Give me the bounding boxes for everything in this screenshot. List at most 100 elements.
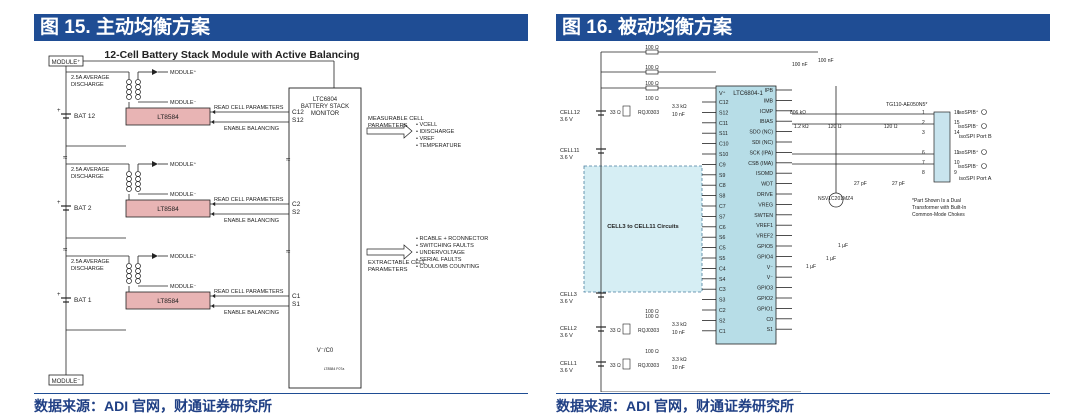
right-pin: ISOMD [756,171,773,177]
right-pin: CSB (IMA) [748,161,773,167]
connector-icon [981,163,987,169]
module-plus-tap: MODULE⁺ [170,253,197,260]
pin-s-label: S1 [292,301,300,308]
coil [126,176,132,182]
left-pin: S11 [719,131,728,137]
extractable-arrow [366,244,413,260]
extractable-item: • UNDERVOLTAGE [416,250,465,256]
left-pin: C7 [719,204,726,210]
active-balancing-diagram: 12-Cell Battery Stack Module with Active… [48,49,488,389]
break-mark: ≈ [63,153,68,162]
cell-label: CELL2 [560,326,577,332]
read-arrow [212,201,216,207]
coil [126,89,132,95]
enable-arrow [211,119,215,125]
battery-label: BAT 12 [74,113,95,120]
figure-16-header: 图 16. 被动均衡方案 [556,14,1050,41]
cell-box-label: CELL3 to CELL11 Circuits [607,224,679,230]
pin-vplus: V⁺ [719,90,726,97]
avg-discharge-label: DISCHARGE [71,174,104,180]
mosfet-icon [622,358,631,370]
xfmr-pin: 11 [954,150,959,156]
ltc6804-label: LTC6804 [313,97,338,103]
coil [135,89,141,95]
left-pin: C4 [719,266,726,272]
right-pin: GPIO5 [757,244,773,250]
avg-discharge-label: 2.5A AVERAGE [71,75,110,81]
extractable-label: PARAMETERS [368,267,408,273]
left-pin: S10 [719,152,728,158]
right-pin: C0 [766,317,773,323]
right-pin: WDT [761,182,774,188]
xfmr-pin: 16 [954,110,960,116]
module-plus-label: MODULE⁺ [52,59,81,66]
res-100-label: 100 Ω [645,65,659,71]
transformer-label: TG110-AE050N5* [886,102,927,108]
right-pin: S1 [767,327,773,333]
extractable-item: • RCABLE + RCONNECTOR [416,236,488,242]
coil [126,79,132,85]
source-note-right: 数据来源：ADI 官网，财通证券研究所 [556,398,794,414]
xfmr-pin: 15 [954,120,960,126]
right-pin: SDO (NC) [749,130,773,136]
res-100-label: 100 Ω [645,309,659,315]
cell-label: CELL11 [560,148,579,154]
c1u-b-label: 1 µF [806,264,816,270]
r806k-label: 806 kΩ [790,110,806,116]
lt8584-label: LT8584 [157,206,179,213]
xfmr-pin: 3 [922,130,925,136]
module-plus-tap: MODULE⁺ [170,69,197,76]
avg-discharge-label: 2.5A AVERAGE [71,167,110,173]
read-params-label: READ CELL PARAMETERS [214,105,284,111]
c1u-a-label: 1 µF [838,243,848,249]
right-pin: VREF1 [756,223,773,229]
read-arrow [212,109,216,115]
coil [135,181,141,187]
module-minus-tap: MODULE⁻ [170,284,197,290]
pin-s-label: S2 [292,209,300,216]
ltc6804-1-chip [715,85,777,345]
left-pin: C9 [719,162,726,168]
cap-100n-label: 100 nF [818,58,834,64]
rqj-label: RQJ0303 [638,328,659,334]
transformer-note: Transformer with Built-In [912,205,966,211]
pin-c-label: C12 [292,109,304,116]
left-pin: S4 [719,277,725,283]
connector-icon [981,149,987,155]
isospib-plus: isoSPIB⁺ [958,110,979,116]
divider [556,393,1050,394]
transformer-icon [933,111,951,183]
extractable-item: • SERIAL FAULTS [416,257,462,263]
coil [135,176,141,182]
figure-id: LT8584 F07a [324,367,345,371]
left-pin: C10 [719,142,729,148]
c27p-b-label: 27 pF [892,181,905,187]
chip-name: LTC6804-1 [733,91,763,97]
rqj-label: RQJ0303 [638,363,659,369]
xfmr-pin: 6 [922,150,925,156]
lt8584-chip [125,291,211,310]
r12k-label: 1.2 kΩ [794,124,809,130]
left-pin: C1 [719,329,726,335]
break-mark: ≈ [286,247,291,256]
coil [126,278,132,284]
xfmr-pin: 7 [922,160,925,166]
xfmr-pin: 1 [922,110,925,116]
xfmr-pin: 14 [954,130,960,136]
coil [135,94,141,100]
connector-icon [981,109,987,115]
right-pin: SWTEN [754,213,773,219]
right-pin: GPIO1 [757,306,773,312]
lt8584-label: LT8584 [157,298,179,305]
right-pin: ICMP [760,109,774,115]
pin-c-label: C1 [292,293,301,300]
right-pin: IMB [764,98,774,104]
module-minus-tap: MODULE⁻ [170,100,197,106]
left-pin: S5 [719,256,725,262]
module-minus-label: MODULE⁻ [52,379,81,385]
avg-discharge-label: DISCHARGE [71,266,104,272]
coil [126,94,132,100]
lt8584-label: LT8584 [157,114,179,121]
extractable-label: EXTRACTABLE CELL [368,260,426,266]
diode-icon [152,253,158,259]
